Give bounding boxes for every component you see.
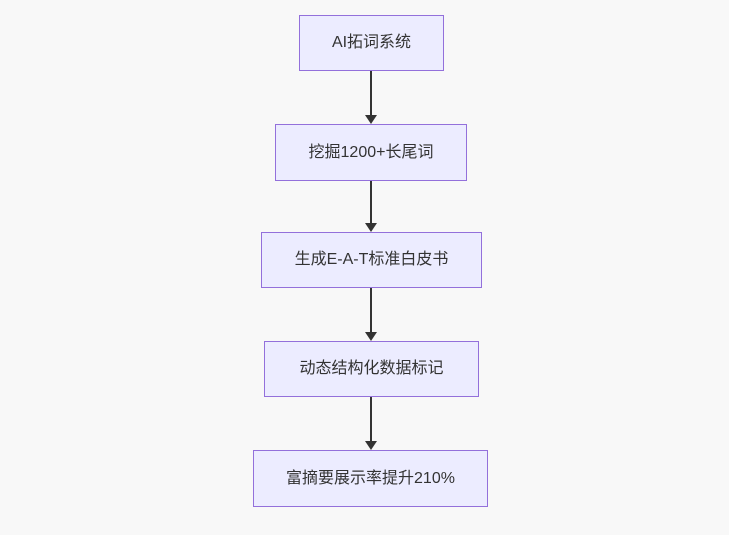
arrowhead-down-icon bbox=[365, 223, 377, 232]
arrow-line bbox=[370, 288, 372, 332]
arrowhead-down-icon bbox=[365, 441, 377, 450]
flow-node-label: 动态结构化数据标记 bbox=[299, 360, 444, 378]
flow-node-ai-word-expansion-system: AI拓词系统 bbox=[299, 15, 444, 71]
flow-node-eat-whitepaper: 生成E-A-T标准白皮书 bbox=[261, 232, 482, 288]
flow-node-structured-data-markup: 动态结构化数据标记 bbox=[264, 341, 479, 397]
flow-node-label: 富摘要展示率提升210% bbox=[286, 469, 455, 487]
flow-node-label: 挖掘1200+长尾词 bbox=[308, 143, 434, 161]
flow-arrow-b-to-c bbox=[365, 181, 377, 232]
flow-node-label: AI拓词系统 bbox=[331, 34, 412, 52]
flow-arrow-d-to-e bbox=[365, 397, 377, 450]
flow-node-longtail-keywords: 挖掘1200+长尾词 bbox=[275, 124, 467, 181]
arrow-line bbox=[370, 181, 372, 223]
flow-node-rich-snippet-rate: 富摘要展示率提升210% bbox=[253, 450, 488, 507]
arrowhead-down-icon bbox=[365, 332, 377, 341]
arrow-line bbox=[370, 397, 372, 441]
flow-arrow-a-to-b bbox=[365, 71, 377, 124]
arrow-line bbox=[370, 71, 372, 115]
arrowhead-down-icon bbox=[365, 115, 377, 124]
flow-arrow-c-to-d bbox=[365, 288, 377, 341]
flow-node-label: 生成E-A-T标准白皮书 bbox=[294, 251, 449, 269]
